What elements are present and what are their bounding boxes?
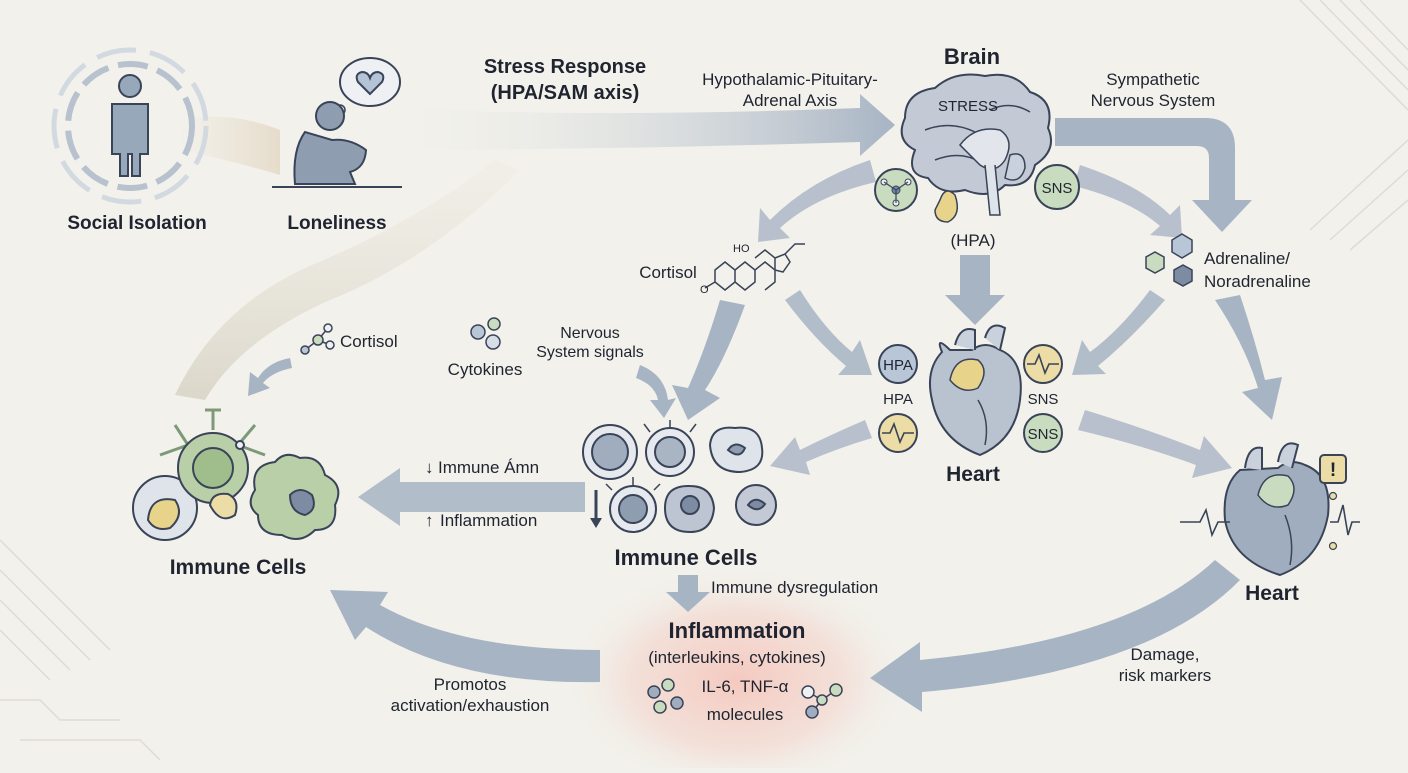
person-sitting-icon (272, 101, 402, 188)
ecg-badge-icon (878, 413, 918, 453)
social-isolation-figure (51, 47, 209, 205)
arrow-inflammation-to-immune (330, 590, 600, 683)
damage-label-1: Damage, (1131, 645, 1200, 664)
ecg-line-icon (1180, 504, 1360, 538)
damage-label-2: risk markers (1119, 666, 1212, 685)
inflammation-title: Inflammation (669, 618, 806, 643)
heart-right-icon (1223, 442, 1330, 577)
cytokines-icon (470, 317, 501, 350)
ecg-badge-right-icon (1023, 344, 1063, 384)
arrow-heart-to-inflammation (870, 560, 1240, 712)
immune-down-label: Immune Ámn (438, 458, 539, 477)
cortisol-o-label: O (700, 284, 709, 296)
arrow-adrenaline-to-heart (1072, 290, 1165, 375)
hpa-text-label: HPA (883, 391, 913, 408)
arrow-brain-to-cortisol (758, 160, 876, 242)
adrenaline-label-2: Noradrenaline (1204, 272, 1311, 291)
nervous-signals-label-2: System signals (536, 344, 644, 361)
hpa-axis-label-2: Adrenal Axis (743, 91, 838, 110)
sns-badge-2 (1023, 413, 1063, 453)
adrenaline-molecules-icon (1145, 233, 1193, 287)
down-arrow-icon (590, 490, 602, 528)
cortisol-small-molecule-icon (300, 323, 335, 355)
brain-title: Brain (944, 44, 1000, 69)
loneliness-figure (272, 57, 402, 188)
heart-center-icon (929, 324, 1022, 457)
hpa-badge-label: HPA (883, 357, 913, 374)
arrow-nervous-signals (636, 365, 676, 418)
hpa-axis-label-1: Hypothalamic-Pituitary- (702, 70, 878, 89)
cortisol-molecule-icon (704, 243, 805, 291)
stress-response-subtitle: (HPA/SAM axis) (491, 82, 640, 104)
cortisol-ho-label: HO (733, 243, 750, 255)
brain-icon (900, 73, 1052, 223)
sns-badge-label: SNS (1042, 180, 1073, 197)
immune-dysregulation-label: Immune dysregulation (711, 578, 878, 597)
person-icon (111, 74, 149, 177)
cytokine-molecules-icon (647, 678, 843, 719)
hpa-badge (878, 344, 918, 384)
promotes-label-2: activation/exhaustion (391, 696, 550, 715)
alert-icon (1319, 454, 1347, 551)
arrow-cortisol-left (248, 358, 292, 396)
inflammation-subtitle: (interleukins, cytokines) (648, 648, 826, 667)
cortisol-center-label: Cortisol (639, 263, 697, 282)
arrow-heart-to-heart-right (1078, 410, 1232, 478)
thought-heart-icon (328, 57, 401, 126)
arrow-immune-to-left (358, 468, 585, 526)
adrenaline-label-1: Adrenaline/ (1204, 249, 1290, 268)
sns-label-2: Nervous System (1091, 91, 1216, 110)
immune-left-title: Immune Cells (170, 556, 307, 579)
arrows (175, 94, 1282, 712)
social-isolation-label: Social Isolation (67, 213, 206, 234)
loneliness-label: Loneliness (287, 213, 386, 234)
arrow-adrenaline-to-heart-right (1215, 295, 1282, 420)
arrow-brain-to-heart (945, 255, 1005, 325)
arrow-isolation-to-loneliness (180, 116, 280, 175)
stress-response-title: Stress Response (484, 56, 646, 78)
cortisol-left-label: Cortisol (340, 332, 398, 351)
inflammation-up-label: Inflammation (440, 511, 537, 530)
brain-stress-label: STRESS (938, 98, 998, 115)
arrow-cortisol-to-immune (672, 300, 745, 420)
sns-badge-2-label: SNS (1028, 426, 1059, 443)
sns-text-label: SNS (1028, 391, 1059, 408)
immune-cells-center-icon (582, 420, 777, 534)
cytokines-label: Cytokines (448, 360, 523, 379)
promotes-label-1: Promotos (434, 675, 507, 694)
arrow-heart-to-immune (770, 420, 872, 475)
inflammation-glow (562, 565, 912, 773)
arrow-immune-to-inflammation (666, 575, 710, 612)
down-arrow-glyph: ↓ (425, 458, 434, 477)
sns-badge (1034, 164, 1080, 210)
il6-label-2: molecules (707, 705, 784, 724)
hpa-paren-label: (HPA) (950, 231, 995, 250)
up-arrow-glyph: ↑ (425, 511, 434, 530)
il6-label-1: IL-6, TNF-α (702, 677, 789, 696)
arrow-brain-to-adrenaline (1074, 165, 1182, 238)
immune-cells-left-icon (132, 408, 340, 541)
heart-center-title: Heart (946, 463, 1000, 486)
arrow-sns (1055, 118, 1252, 232)
arrow-cortisol-to-heart (785, 290, 872, 375)
immune-center-title: Immune Cells (614, 545, 757, 570)
arrow-stress-response (380, 94, 895, 156)
molecule-badge-icon (874, 168, 918, 212)
alert-label: ! (1330, 460, 1336, 481)
heart-right-title: Heart (1245, 582, 1299, 605)
arrow-loneliness-to-immune (175, 160, 520, 400)
sns-label-1: Sympathetic (1106, 70, 1200, 89)
nervous-signals-label-1: Nervous (560, 325, 620, 342)
